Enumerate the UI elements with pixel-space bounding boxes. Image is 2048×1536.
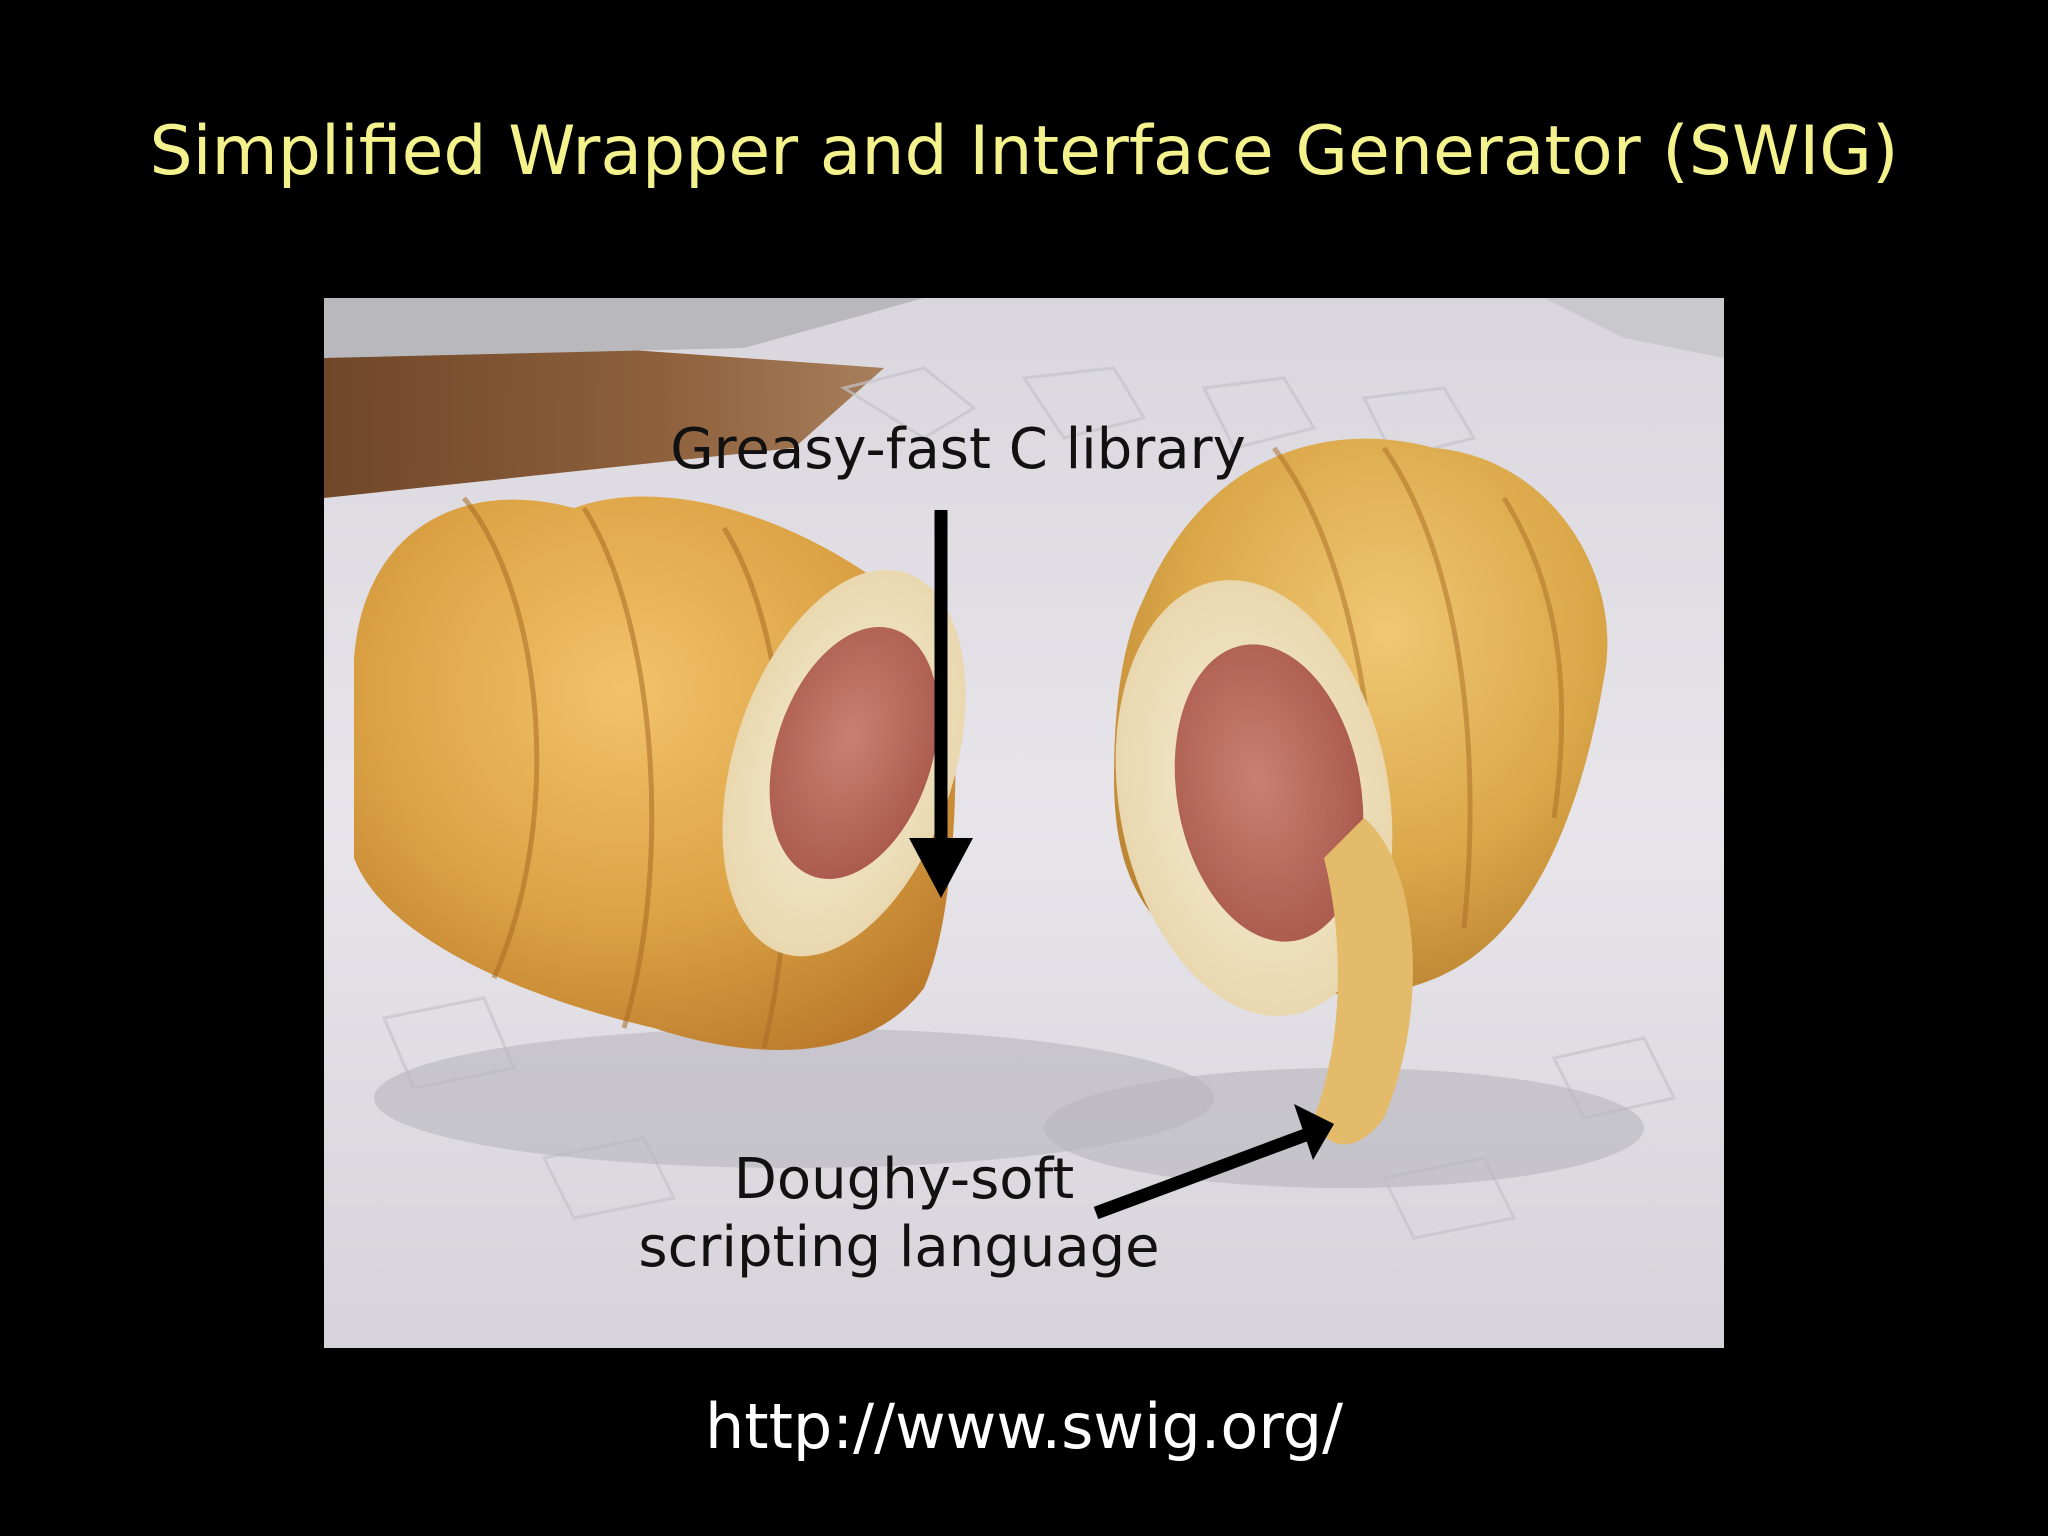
slide-title: Simplified Wrapper and Interface Generat… [149,112,1899,191]
arrow-to-dough [1093,1104,1334,1220]
photo-pig-in-a-blanket: Greasy-fast C library Doughy-soft script… [324,298,1724,1348]
swig-url[interactable]: http://www.swig.org/ [705,1390,1343,1463]
callout-c-library: Greasy-fast C library [670,417,1246,482]
photo-illustration: Greasy-fast C library Doughy-soft script… [324,298,1724,1348]
arrow-to-sausage [909,510,973,898]
callout-scripting-line2: scripting language [638,1215,1159,1280]
callout-scripting-line1: Doughy-soft [734,1147,1074,1212]
